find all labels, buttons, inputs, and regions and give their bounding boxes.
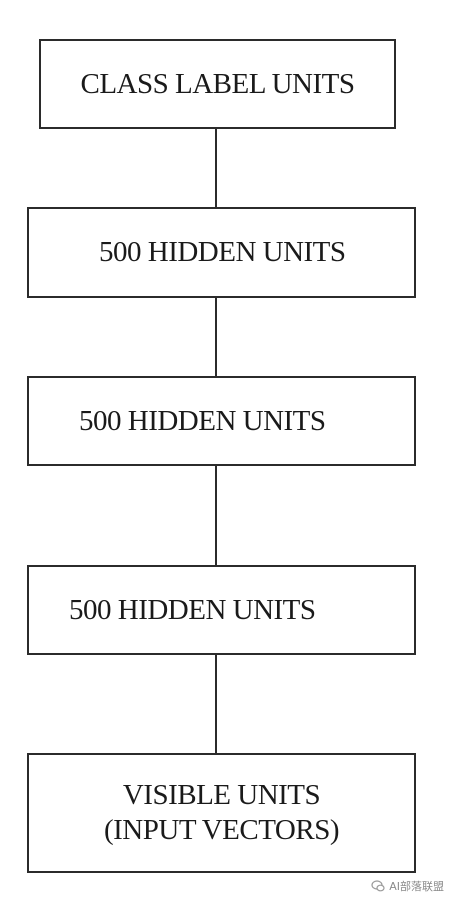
input-vectors-label: (INPUT VECTORS) — [103, 814, 340, 846]
hidden-units-label-3: 500 HIDDEN UNITS — [69, 593, 316, 626]
connector-class-to-hidden-1 — [215, 129, 217, 207]
watermark: AI部落联盟 — [371, 878, 444, 894]
connector-hidden-1-to-hidden-2 — [215, 298, 217, 376]
wechat-bubble-icon — [371, 880, 385, 892]
connector-hidden-2-to-hidden-3 — [215, 466, 217, 565]
hidden-units-label-2: 500 HIDDEN UNITS — [79, 404, 326, 437]
visible-units-text: VISIBLE UNITS (INPUT VECTORS) — [103, 778, 340, 848]
hidden-units-box-2: 500 HIDDEN UNITS — [27, 376, 416, 466]
hidden-units-box-1: 500 HIDDEN UNITS — [27, 207, 416, 298]
hidden-units-box-3: 500 HIDDEN UNITS — [27, 565, 416, 655]
class-label-units-box: CLASS LABEL UNITS — [39, 39, 396, 129]
class-label-units-label: CLASS LABEL UNITS — [80, 67, 356, 100]
connector-hidden-3-to-visible — [215, 655, 217, 753]
watermark-text: AI部落联盟 — [389, 880, 444, 893]
visible-units-box: VISIBLE UNITS (INPUT VECTORS) — [27, 753, 416, 873]
visible-units-label: VISIBLE UNITS — [122, 779, 321, 812]
hidden-units-label-1: 500 HIDDEN UNITS — [99, 236, 346, 269]
